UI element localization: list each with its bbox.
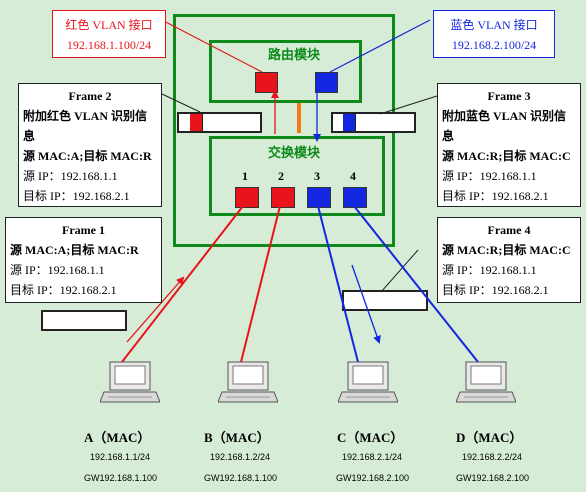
frame3-vlan-tag: [343, 114, 355, 131]
frame2-mac: 源 MAC:A;目标 MAC:R: [23, 149, 152, 163]
pc-b-gw: GW192.168.1.100: [204, 473, 278, 483]
red-interface-title: 红色 VLAN 接口: [65, 18, 153, 32]
pc-d-name: D（MAC）: [456, 430, 523, 445]
frame4-dst-ip: 目标 IP：192.168.2.1: [442, 283, 549, 297]
frame2-info: Frame 2 附加红色 VLAN 识别信息 源 MAC:A;目标 MAC:R …: [18, 83, 162, 207]
pc-d-gw: GW192.168.2.100: [456, 473, 530, 483]
port-label-4: 4: [350, 169, 356, 183]
pc-a-gw: GW192.168.1.100: [84, 473, 158, 483]
cable-port3-pcC: [317, 205, 359, 363]
frame3-vlan-tag-text: 附加蓝色 VLAN 识别信息: [442, 109, 567, 143]
flow-arrow-up-red: [126, 276, 185, 343]
port-label-1: 1: [242, 169, 248, 183]
router-module-label: 路由模块: [268, 48, 321, 63]
frame2-dst-ip: 目标 IP：192.168.2.1: [23, 189, 130, 203]
frame4-info: Frame 4 源 MAC:R;目标 MAC:C 源 IP：192.168.1.…: [437, 217, 581, 303]
frame4-title: Frame 4: [487, 223, 531, 237]
router-blue-interface: [315, 72, 338, 93]
frame4-src-ip: 源 IP：192.168.1.1: [442, 263, 537, 277]
frame3-mac: 源 MAC:R;目标 MAC:C: [442, 149, 571, 163]
frame2-tag-divider: [202, 114, 203, 131]
desktop-computer-icon: [338, 361, 398, 403]
desktop-computer-icon: [218, 361, 278, 403]
frame3-tag-divider: [355, 114, 356, 131]
pc-a-ip: 192.168.1.1/24: [90, 452, 151, 462]
switch-port-1: [235, 187, 259, 208]
frame3-callout: [379, 95, 438, 115]
switch-port-2: [271, 187, 295, 208]
frame4-mac: 源 MAC:R;目标 MAC:C: [442, 243, 571, 257]
frame2-vlan-tag-text: 附加红色 VLAN 识别信息: [23, 109, 148, 143]
frame1-title: Frame 1: [62, 223, 105, 237]
frame2-callout: [161, 93, 201, 113]
blue-interface-callout: [329, 19, 431, 73]
pc-d-ip: 192.168.2.2/24: [462, 452, 523, 462]
switch-module: [209, 136, 385, 216]
pc-a-name: A（MAC）: [84, 430, 151, 445]
frame1-src-ip: 源 IP：192.168.1.1: [10, 263, 105, 277]
pc-b-name: B（MAC）: [204, 430, 270, 445]
red-interface-ip: 192.168.1.100/24: [66, 38, 152, 52]
pc-c-gw: GW192.168.2.100: [336, 473, 410, 483]
desktop-computer-icon: [456, 361, 516, 403]
cable-port4-pcD: [353, 205, 479, 363]
trunk-link: [297, 103, 301, 133]
port-label-2: 2: [278, 169, 284, 183]
blue-interface-ip: 192.168.2.100/24: [451, 38, 537, 52]
router-red-interface: [255, 72, 278, 93]
frame2-title: Frame 2: [68, 89, 112, 103]
frame2-src-ip: 源 IP：192.168.1.1: [23, 169, 118, 183]
pc-b-ip: 192.168.1.2/24: [210, 452, 271, 462]
frame2-vlan-tag: [190, 114, 202, 131]
frame3-title: Frame 3: [487, 89, 531, 103]
red-interface-callout: [157, 17, 263, 73]
frame1-info: Frame 1 源 MAC:A;目标 MAC:R 源 IP：192.168.1.…: [5, 217, 162, 303]
frame3-src-ip: 源 IP：192.168.1.1: [442, 169, 537, 183]
desktop-computer-icon: [100, 361, 160, 403]
switch-module-label: 交换模块: [268, 146, 321, 161]
frame1-dst-ip: 目标 IP：192.168.2.1: [10, 283, 117, 297]
cable-port2-pcB: [240, 205, 281, 363]
frame1-packet: [41, 310, 127, 331]
port-label-3: 3: [314, 169, 320, 183]
frame3-info: Frame 3 附加蓝色 VLAN 识别信息 源 MAC:R;目标 MAC:C …: [437, 83, 581, 207]
blue-interface-box: 蓝色 VLAN 接口 192.168.2.100/24: [433, 10, 555, 58]
pc-c-ip: 192.168.2.1/24: [342, 452, 403, 462]
frame3-dst-ip: 目标 IP：192.168.2.1: [442, 189, 549, 203]
flow-arrow-down-blue: [351, 264, 381, 344]
red-interface-box: 红色 VLAN 接口 192.168.1.100/24: [52, 10, 166, 58]
router-module: [209, 40, 362, 103]
pc-c-name: C（MAC）: [337, 430, 404, 445]
blue-interface-title: 蓝色 VLAN 接口: [450, 18, 538, 32]
frame4-callout: [380, 249, 419, 293]
frame1-mac: 源 MAC:A;目标 MAC:R: [10, 243, 139, 257]
